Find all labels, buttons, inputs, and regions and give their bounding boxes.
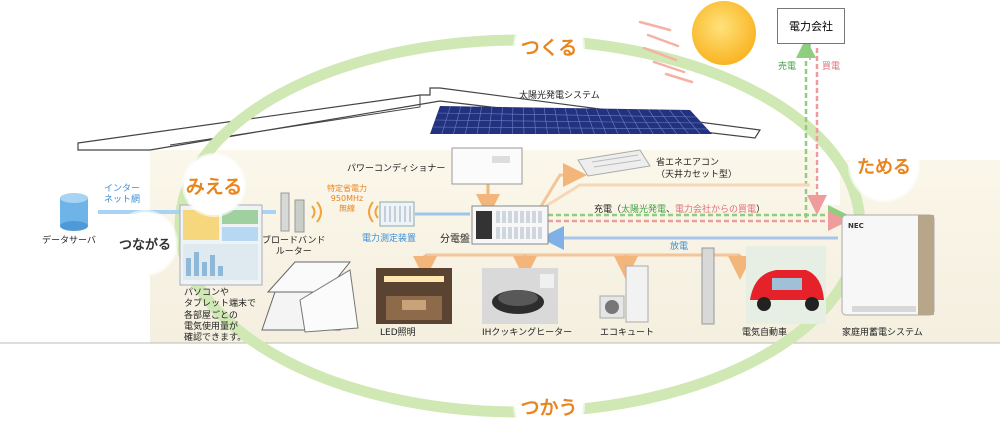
wireless-label-line2: 950MHz <box>330 194 364 203</box>
electric-vehicle-image <box>701 246 826 325</box>
data-server-label: データサーバ <box>42 236 96 246</box>
battery-label: 家庭用蓄電システム <box>842 328 923 338</box>
laptop-image <box>261 261 359 333</box>
led-label: LED照明 <box>380 328 416 338</box>
charge-label: 充電（太陽光発電、電力会社からの買電） <box>594 205 766 215</box>
ecocute-label: エコキュート <box>600 328 655 338</box>
discharge-label: 放電 <box>670 242 689 252</box>
wireless-label-line3: 無線 <box>339 204 355 213</box>
air-conditioner-image <box>577 149 651 177</box>
wireless-label-line1: 特定省電力 <box>327 184 367 193</box>
cycle-make-badge: つくる <box>515 12 583 80</box>
nec-logo: NEC <box>848 222 864 230</box>
home-battery-image <box>841 214 935 316</box>
distribution-board-label: 分電盤 <box>440 234 470 245</box>
pc-note-text: パソコンや タブレット端末で 各部屋ごとの 電気使用量が 確認できます。 <box>184 288 257 343</box>
solar-panel-image <box>430 106 712 135</box>
cycle-use-badge: つかう <box>515 372 583 440</box>
sell-power-label: 売電 <box>778 62 797 72</box>
distribution-board-image <box>471 205 549 245</box>
solar-system-label: 太陽光発電システム <box>519 91 600 101</box>
power-conditioner-label: パワーコンディショナー <box>347 164 446 174</box>
sun-icon <box>692 1 756 65</box>
internet-label: インター ネット網 <box>104 184 141 205</box>
ih-label: IHクッキングヒーター <box>482 328 573 338</box>
power-meter-image <box>379 201 415 227</box>
cycle-connect-badge: つながる <box>114 212 176 274</box>
buy-power-label: 買電 <box>822 62 841 72</box>
sun-rays <box>638 20 694 84</box>
aircon-label-line2: （天井カセット型） <box>656 170 738 180</box>
cycle-store-badge: ためる <box>850 132 918 200</box>
power-company-label: 電力会社 <box>789 20 833 33</box>
cycle-see-badge: みえる <box>184 155 244 215</box>
router-label: ブロードバンド ルーター <box>262 236 326 257</box>
aircon-label-line1: 省エネエアコン <box>656 158 720 168</box>
router-image <box>280 192 305 233</box>
ev-label: 電気自動車 <box>742 328 788 338</box>
meter-label: 電力測定装置 <box>362 234 417 244</box>
data-server-icon <box>60 193 88 231</box>
power-company-box: 電力会社 <box>777 8 845 44</box>
power-conditioner-image <box>451 147 523 185</box>
monitor-screen-image <box>179 204 263 286</box>
ih-cooking-image <box>482 268 558 324</box>
led-lighting-image <box>376 268 452 324</box>
ecocute-image <box>599 265 649 323</box>
